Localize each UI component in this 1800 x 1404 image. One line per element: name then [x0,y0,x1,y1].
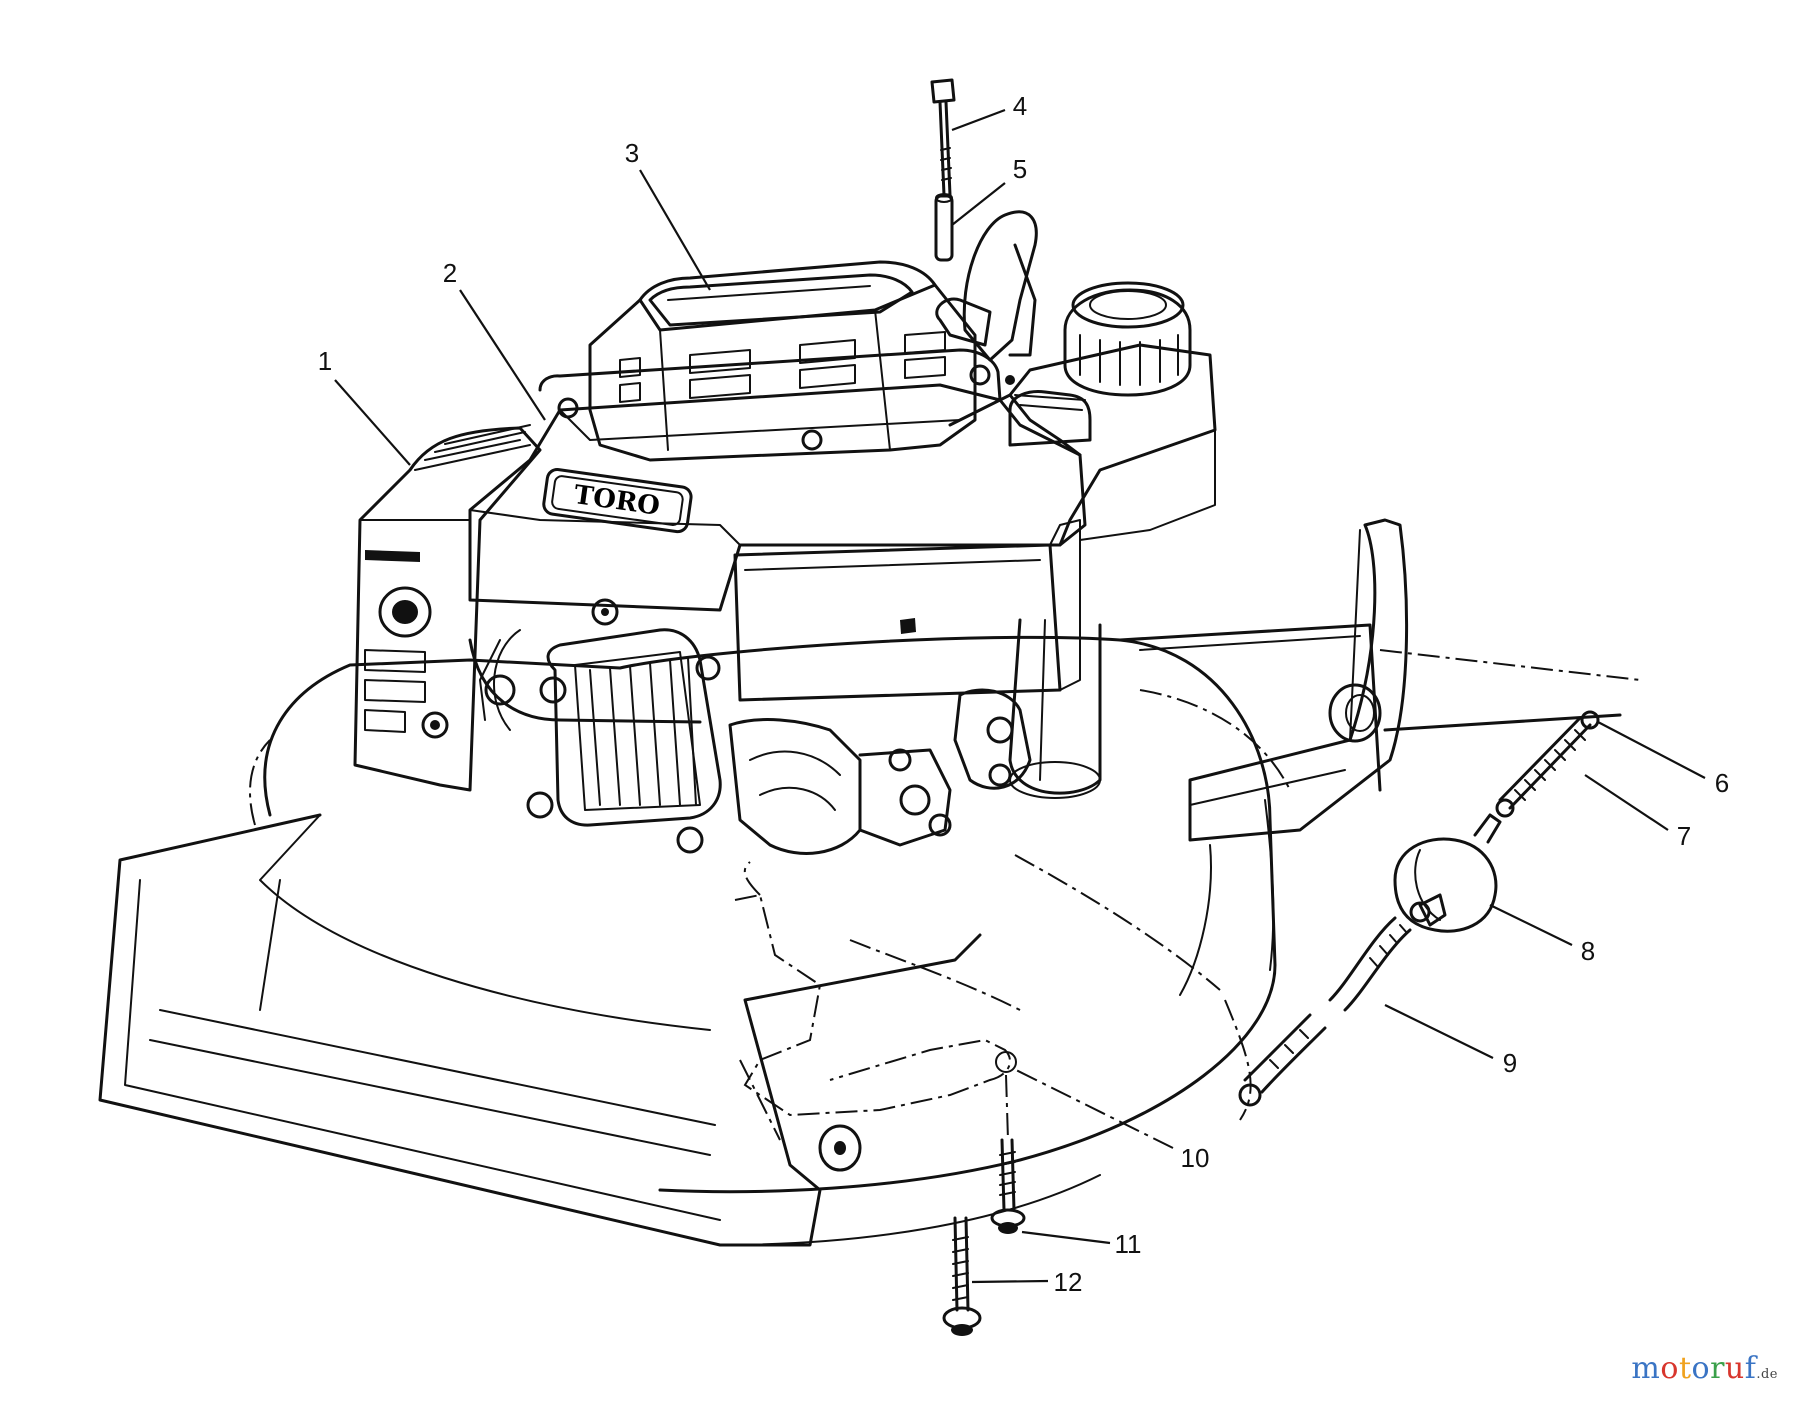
fuel-filter-part-8 [1393,813,1502,933]
bolt-part-4 [930,78,956,197]
mower-deck [98,518,1409,1247]
screw-part-11 [990,1138,1026,1234]
height-adjust-lever [734,861,1017,1117]
callout-5: 5 [1013,154,1027,184]
bolt-part-12 [942,1216,982,1336]
callout-7: 7 [1677,821,1691,851]
callout-6: 6 [1715,768,1729,798]
spring-guard-part-7 [1383,710,1622,818]
callout-10: 10 [1181,1143,1210,1173]
callout-2: 2 [443,258,457,288]
motoruf-watermark-logo: motoruf.de [1631,1351,1778,1386]
leader-lines [334,108,1706,1284]
fuel-line-part-9 [1238,916,1412,1107]
callout-labels: 1 2 3 4 5 6 7 8 9 10 11 12 [318,91,1729,1297]
callout-4: 4 [1013,91,1027,121]
callout-8: 8 [1581,936,1595,966]
callout-9: 9 [1503,1048,1517,1078]
callout-11: 11 [1115,1229,1142,1259]
callout-12: 12 [1054,1267,1083,1297]
engine-brand-label: TORO [572,480,662,522]
spacer-part-5 [934,193,954,262]
engine-assembly: TORO [353,210,1217,855]
callout-1: 1 [318,346,332,376]
callout-3: 3 [625,138,639,168]
